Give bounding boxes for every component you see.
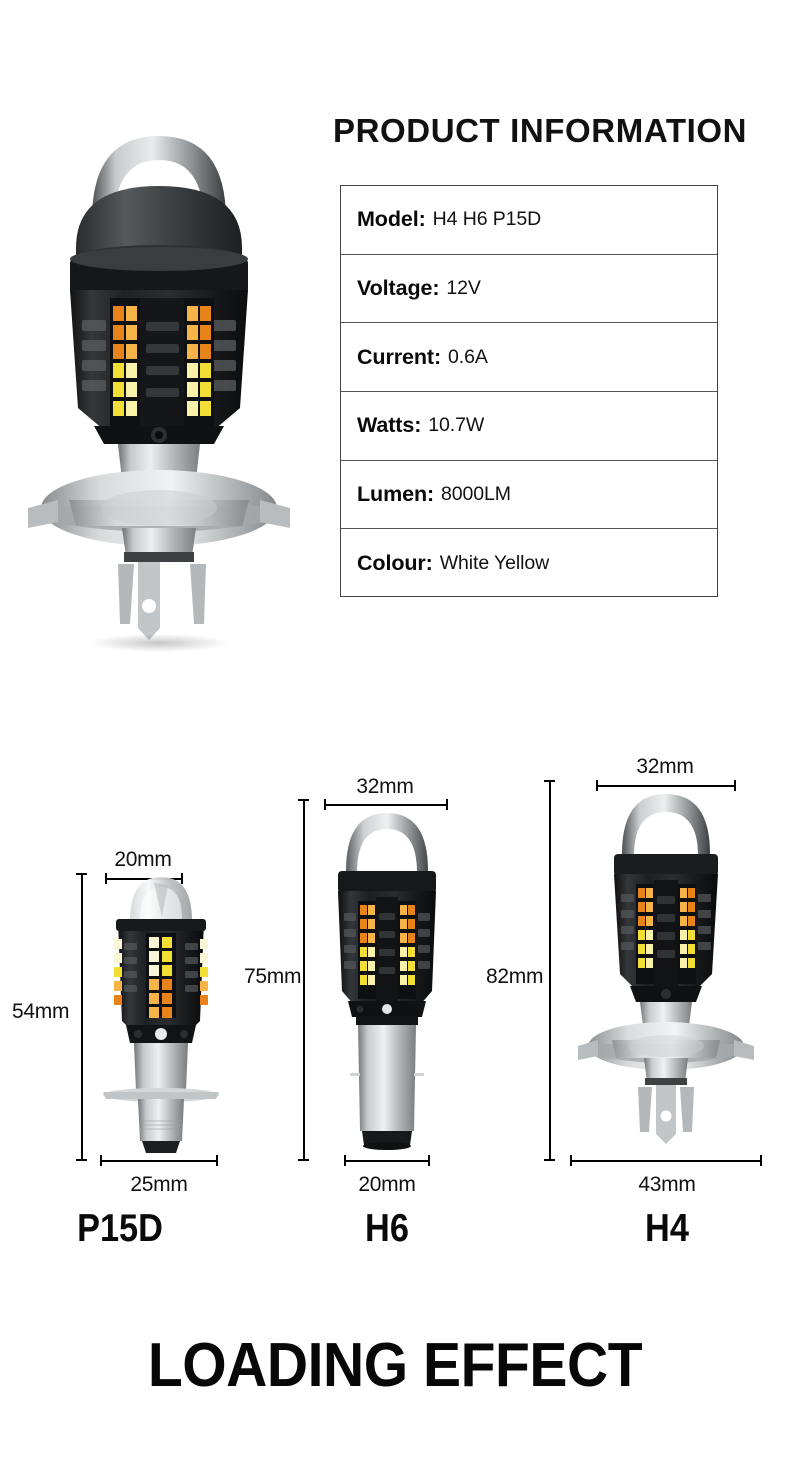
dim-label-h6-bottom-width: 20mm xyxy=(358,1173,416,1196)
dim-label-p15d-bottom-width: 25mm xyxy=(130,1173,188,1196)
table-row: Current: 0.6A xyxy=(341,323,717,392)
table-row: Colour: White Yellow xyxy=(341,529,717,598)
bulb-image-p15d xyxy=(96,873,226,1163)
spec-value-model: H4 H6 P15D xyxy=(432,208,542,231)
dim-label-h4-top-width: 32mm xyxy=(636,755,694,778)
dimension-group-h6: 32mm 75mm 20mm xyxy=(244,755,512,1260)
dimension-diagrams: 20mm 54mm 25mm xyxy=(0,755,790,1260)
dim-label-p15d-height: 54mm xyxy=(12,1000,70,1023)
dim-label-p15d-top-width: 20mm xyxy=(114,848,172,871)
table-row: Model: H4 H6 P15D xyxy=(341,186,717,255)
dim-label-h6-top-width: 32mm xyxy=(356,775,414,798)
spec-value-voltage: 12V xyxy=(446,276,481,299)
spec-value-colour: White Yellow xyxy=(439,552,550,575)
spec-value-lumen: 8000LM xyxy=(441,482,511,505)
model-label-p15d: P15D xyxy=(77,1207,163,1250)
dim-line-p15d-bottom-width xyxy=(100,1155,218,1166)
dim-line-h6-bottom-width xyxy=(344,1155,430,1166)
spec-label-model: Model: xyxy=(357,207,426,232)
spec-label-colour: Colour: xyxy=(357,551,433,576)
hero-bulb-image xyxy=(14,108,304,653)
dim-line-h4-bottom-width xyxy=(570,1155,762,1166)
dim-label-h4-bottom-width: 43mm xyxy=(638,1173,696,1196)
spec-label-lumen: Lumen: xyxy=(357,481,435,506)
bulb-image-h6 xyxy=(324,801,450,1159)
dim-label-h4-height: 82mm xyxy=(486,965,544,988)
spec-label-current: Current: xyxy=(357,344,442,369)
dim-line-p15d-height xyxy=(76,873,87,1161)
spec-label-voltage: Voltage: xyxy=(357,275,440,300)
model-label-h6: H6 xyxy=(365,1207,409,1250)
dim-line-h4-top-width xyxy=(596,780,736,791)
table-row: Voltage: 12V xyxy=(341,255,717,324)
dimension-group-p15d: 20mm 54mm 25mm xyxy=(0,755,260,1260)
model-label-h4: H4 xyxy=(645,1207,689,1250)
bulb-image-h4 xyxy=(576,782,756,1160)
dimension-group-h4: 32mm 82mm 43mm xyxy=(486,755,790,1260)
page-title: PRODUCT INFORMATION xyxy=(332,112,748,149)
dim-label-h6-height: 75mm xyxy=(244,965,302,988)
dim-line-h6-top-width xyxy=(324,799,448,810)
footer-title: LOADING EFFECT xyxy=(147,1331,643,1400)
spec-value-current: 0.6A xyxy=(448,345,488,368)
table-row: Watts: 10.7W xyxy=(341,392,717,461)
spec-table: Model: H4 H6 P15D Voltage: 12V Current: … xyxy=(340,185,718,597)
table-row: Lumen: 8000LM xyxy=(341,461,717,530)
dim-line-h4-height xyxy=(544,780,555,1161)
spec-label-watts: Watts: xyxy=(357,413,422,438)
dim-line-h6-height xyxy=(298,799,309,1161)
dim-line-p15d-top-width xyxy=(105,873,183,884)
spec-value-watts: 10.7W xyxy=(428,414,485,437)
